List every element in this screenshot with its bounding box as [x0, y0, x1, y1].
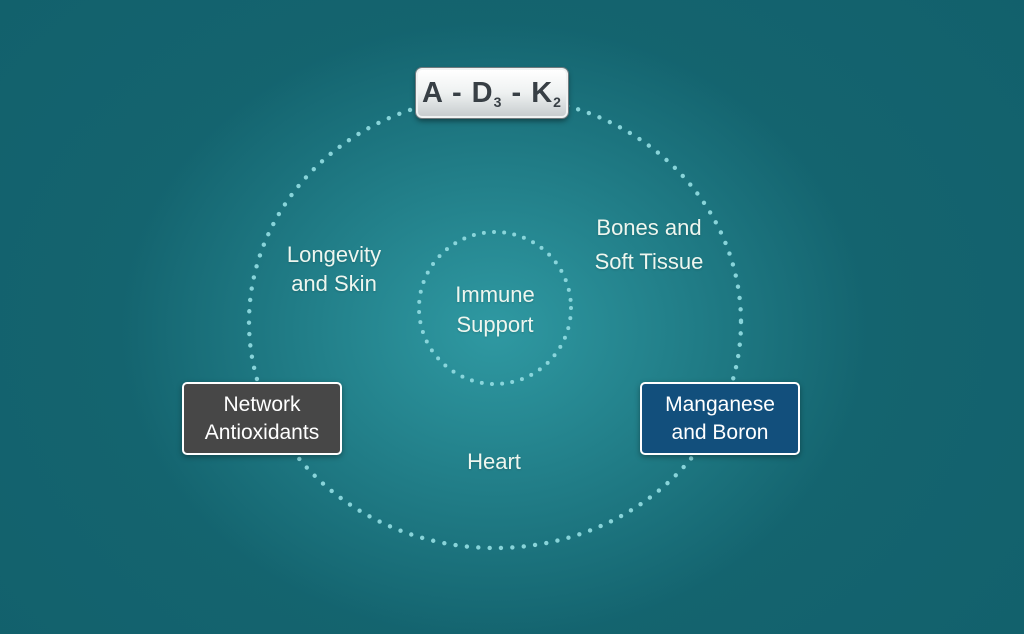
label-immune-line1: Immune — [455, 282, 535, 307]
label-longevity-line2: and Skin — [291, 271, 377, 296]
manganese-and-boron-box: Manganese and Boron — [640, 382, 800, 455]
tile-subscript-3: 3 — [493, 94, 503, 110]
label-bones-and-soft-tissue: Bones and Soft Tissue — [595, 211, 704, 279]
manganese-box-line1: Manganese — [665, 392, 775, 416]
label-longevity-and-skin: Longevity and Skin — [287, 240, 381, 298]
inner-dotted-circle — [417, 230, 573, 386]
network-box-line2: Antioxidants — [204, 420, 320, 444]
tile-text-a-d: A - D — [422, 76, 494, 109]
label-bones-line1: Bones and — [596, 215, 702, 240]
tile-text-k: - K — [502, 76, 554, 109]
outer-dotted-circle — [246, 93, 744, 551]
network-box-line1: Network — [223, 392, 301, 416]
label-immune-support: Immune Support — [455, 280, 534, 340]
label-bones-line2: Soft Tissue — [594, 249, 704, 274]
tile-subscript-2: 2 — [553, 94, 562, 110]
label-immune-line2: Support — [456, 312, 534, 337]
label-heart: Heart — [467, 447, 521, 476]
manganese-box-line2: and Boron — [671, 420, 769, 444]
network-antioxidants-box: Network Antioxidants — [182, 382, 342, 455]
label-longevity-line1: Longevity — [286, 242, 382, 267]
label-heart-text: Heart — [467, 449, 521, 474]
